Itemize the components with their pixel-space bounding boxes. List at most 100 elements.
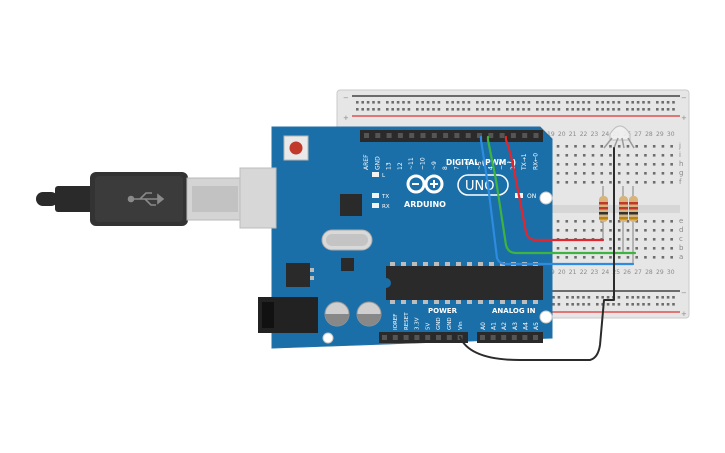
rail-hole[interactable] [476, 108, 479, 111]
breadboard-hole[interactable] [617, 256, 621, 259]
rail-hole[interactable] [541, 101, 544, 104]
rail-hole[interactable] [492, 101, 495, 104]
rail-hole[interactable] [606, 296, 610, 299]
breadboard-hole[interactable] [635, 229, 638, 232]
breadboard-hole[interactable] [635, 145, 638, 148]
rail-hole[interactable] [617, 101, 621, 104]
rail-hole[interactable] [356, 108, 359, 111]
rail-hole[interactable] [582, 101, 585, 104]
rail-hole[interactable] [612, 108, 615, 111]
breadboard-hole[interactable] [626, 220, 630, 223]
rail-hole[interactable] [437, 108, 441, 111]
rail-hole[interactable] [656, 101, 659, 104]
power-pin[interactable] [436, 335, 441, 340]
rail-hole[interactable] [462, 101, 465, 104]
breadboard-hole[interactable] [652, 247, 656, 250]
breadboard-hole[interactable] [582, 181, 586, 184]
breadboard-hole[interactable] [556, 256, 560, 259]
breadboard-hole[interactable] [644, 145, 647, 148]
breadboard-hole[interactable] [661, 145, 665, 148]
rail-hole[interactable] [636, 303, 640, 306]
breadboard-hole[interactable] [591, 172, 595, 175]
digital-pin[interactable] [510, 133, 516, 138]
rail-hole[interactable] [566, 108, 569, 111]
digital-pin[interactable] [454, 133, 460, 138]
breadboard-hole[interactable] [591, 247, 595, 250]
breadboard-hole[interactable] [591, 256, 595, 259]
rail-hole[interactable] [527, 101, 531, 104]
digital-pin[interactable] [386, 133, 392, 138]
rail-hole[interactable] [666, 108, 670, 111]
rail-hole[interactable] [511, 101, 514, 104]
breadboard-hole[interactable] [574, 154, 577, 157]
usb-cable[interactable] [36, 167, 277, 229]
rail-hole[interactable] [601, 101, 604, 104]
rail-hole[interactable] [631, 101, 634, 104]
digital-pin[interactable] [409, 133, 415, 138]
breadboard-hole[interactable] [556, 247, 560, 250]
breadboard-hole[interactable] [626, 154, 630, 157]
breadboard-hole[interactable] [670, 238, 673, 241]
breadboard-hole[interactable] [609, 172, 612, 175]
breadboard-hole[interactable] [600, 154, 604, 157]
breadboard-hole[interactable] [582, 163, 586, 166]
breadboard-hole[interactable] [600, 172, 604, 175]
rail-hole[interactable] [596, 296, 599, 299]
rail-hole[interactable] [642, 108, 645, 111]
breadboard-hole[interactable] [635, 163, 638, 166]
rail-hole[interactable] [666, 303, 670, 306]
breadboard-hole[interactable] [609, 154, 612, 157]
rail-hole[interactable] [566, 296, 569, 299]
breadboard-hole[interactable] [626, 229, 630, 232]
breadboard-hole[interactable] [591, 154, 595, 157]
rail-hole[interactable] [356, 101, 359, 104]
breadboard-hole[interactable] [565, 256, 569, 259]
rail-hole[interactable] [552, 108, 555, 111]
breadboard-hole[interactable] [609, 145, 612, 148]
rail-hole[interactable] [426, 101, 430, 104]
breadboard-hole[interactable] [582, 172, 586, 175]
rail-hole[interactable] [557, 108, 561, 111]
breadboard-hole[interactable] [661, 256, 665, 259]
rail-hole[interactable] [391, 101, 394, 104]
breadboard-hole[interactable] [661, 238, 665, 241]
rail-hole[interactable] [552, 101, 555, 104]
reset-button[interactable] [283, 135, 309, 161]
breadboard-hole[interactable] [574, 229, 577, 232]
breadboard-hole[interactable] [565, 154, 569, 157]
rail-hole[interactable] [571, 101, 574, 104]
rail-hole[interactable] [601, 108, 604, 111]
breadboard-hole[interactable] [556, 154, 560, 157]
rail-hole[interactable] [437, 101, 441, 104]
rail-hole[interactable] [377, 108, 381, 111]
analog-pin[interactable] [480, 335, 485, 340]
rail-hole[interactable] [636, 108, 640, 111]
breadboard-hole[interactable] [652, 256, 656, 259]
rail-hole[interactable] [656, 303, 659, 306]
rail-hole[interactable] [612, 101, 615, 104]
rail-hole[interactable] [361, 101, 364, 104]
breadboard-hole[interactable] [582, 154, 586, 157]
resistor[interactable] [599, 186, 608, 240]
digital-pin[interactable] [397, 133, 403, 138]
rail-hole[interactable] [647, 101, 651, 104]
breadboard-hole[interactable] [609, 181, 612, 184]
breadboard-hole[interactable] [661, 220, 665, 223]
breadboard-hole[interactable] [652, 229, 656, 232]
rail-hole[interactable] [631, 108, 634, 111]
breadboard-hole[interactable] [582, 256, 586, 259]
rail-hole[interactable] [522, 101, 525, 104]
rail-hole[interactable] [377, 101, 381, 104]
rail-hole[interactable] [587, 108, 591, 111]
breadboard-hole[interactable] [661, 247, 665, 250]
breadboard-hole[interactable] [670, 256, 673, 259]
rail-hole[interactable] [617, 303, 621, 306]
breadboard-hole[interactable] [626, 181, 630, 184]
rail-hole[interactable] [661, 296, 664, 299]
breadboard-hole[interactable] [652, 145, 656, 148]
analog-pin[interactable] [501, 335, 507, 340]
breadboard-hole[interactable] [644, 238, 647, 241]
rail-hole[interactable] [516, 108, 520, 111]
rail-hole[interactable] [626, 101, 629, 104]
rail-hole[interactable] [647, 296, 651, 299]
